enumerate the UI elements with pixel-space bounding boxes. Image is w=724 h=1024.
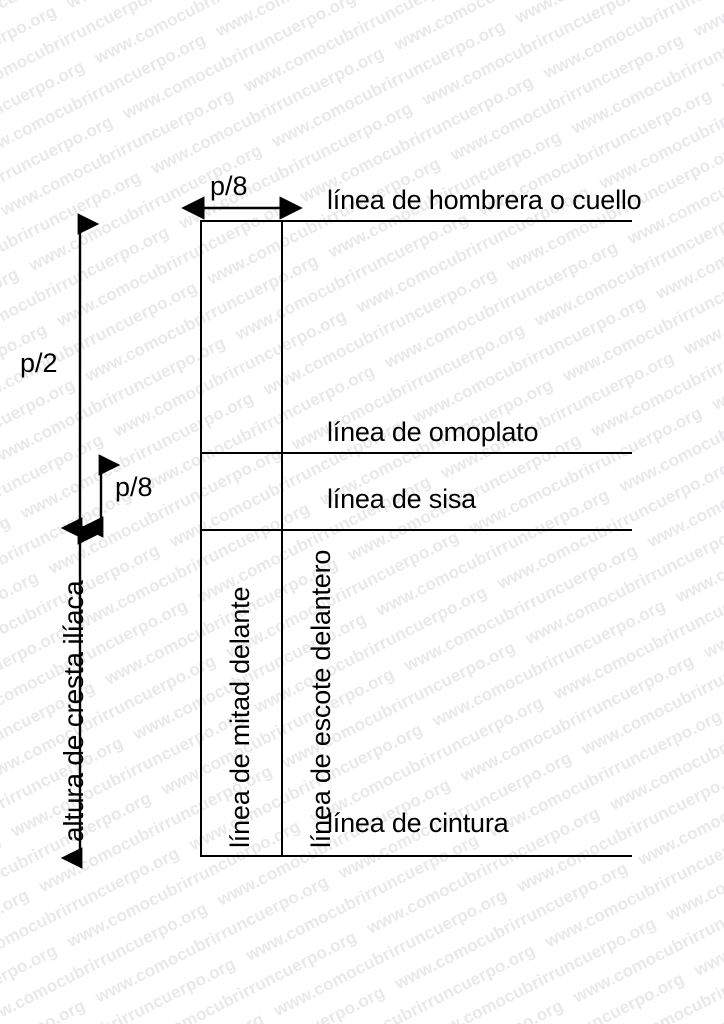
dimension-arrow-p8-vertical <box>81 454 121 538</box>
dimension-arrow-cresta-iliaca <box>60 523 100 869</box>
label-p8-height: p/8 <box>115 472 153 502</box>
line-cintura <box>200 855 632 857</box>
line-omoplato <box>200 452 632 454</box>
label-altura-cresta-iliaca: altura de cresta ilíaca <box>58 580 89 842</box>
label-escote-delantero: línea de escote delantero <box>306 549 336 848</box>
line-hombrera <box>200 220 632 222</box>
dimension-arrow-p2 <box>60 213 100 539</box>
dimension-arrow-width <box>181 196 303 220</box>
label-cintura: línea de cintura <box>327 808 509 838</box>
label-p2-height: p/2 <box>20 348 58 378</box>
label-omoplato: línea de omoplato <box>327 417 539 447</box>
label-sisa: línea de sisa <box>327 484 476 514</box>
label-mitad-delante: línea de mitad delante <box>225 586 255 848</box>
label-p8-width: p/8 <box>210 171 248 201</box>
line-mitad-delante <box>200 220 202 857</box>
label-hombrera: línea de hombrera o cuello <box>327 185 642 215</box>
line-sisa <box>200 529 632 531</box>
line-escote-delantero <box>281 220 283 857</box>
